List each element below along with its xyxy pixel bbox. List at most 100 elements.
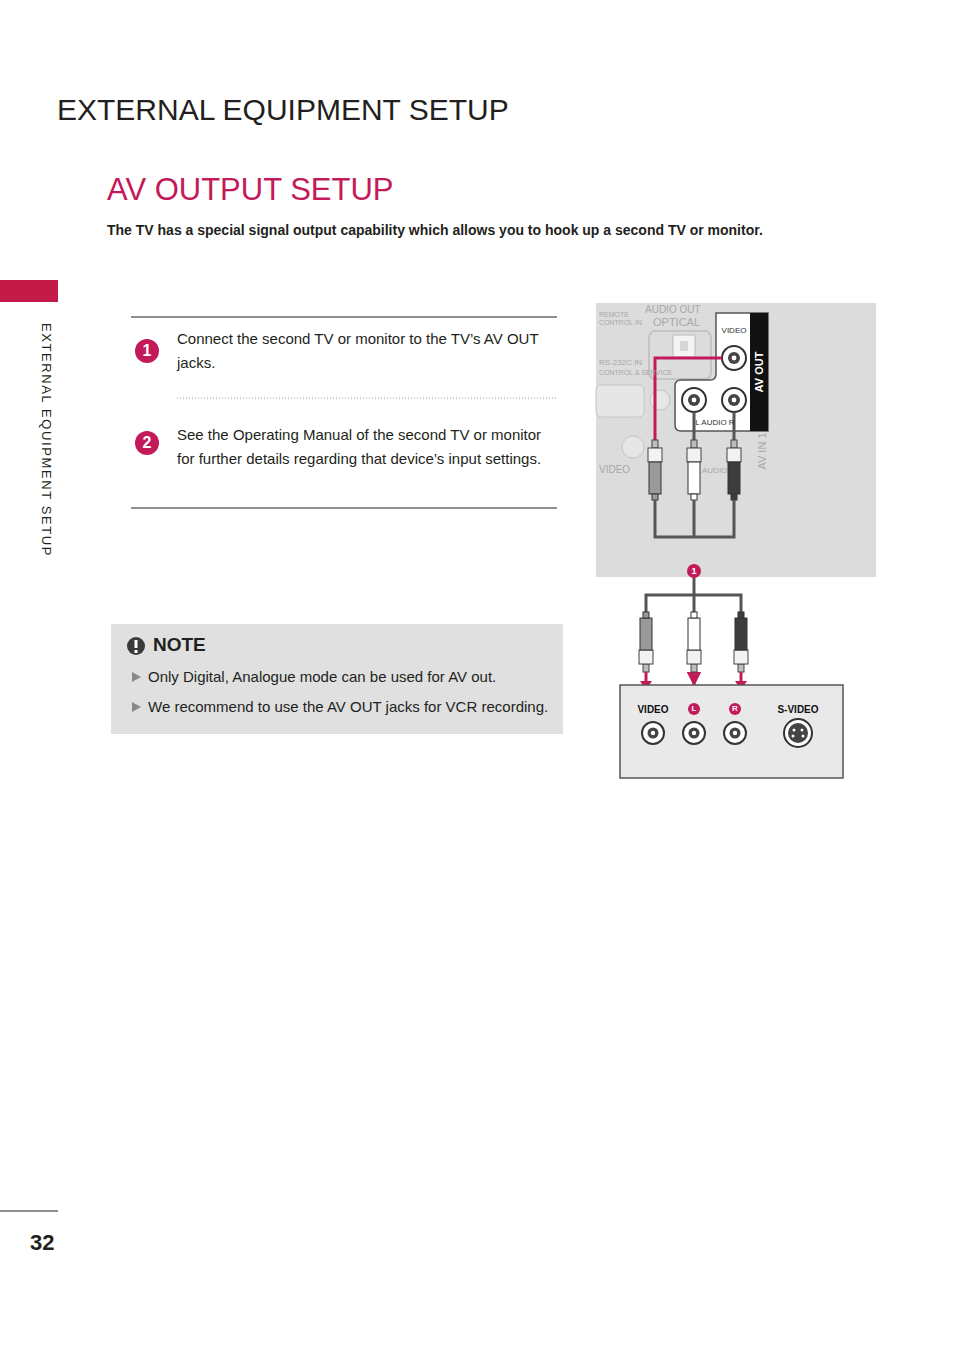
- cable: [740, 672, 743, 682]
- optical-jack: [673, 335, 695, 357]
- jack-core: [688, 394, 700, 406]
- device-panel: [620, 685, 843, 778]
- intro-text: The TV has a special signal output capab…: [107, 222, 763, 238]
- plug-tip: [738, 664, 744, 672]
- side-header: EXTERNAL EQUIPMENT SETUP: [39, 323, 54, 557]
- cable: [645, 672, 648, 682]
- step-badge: [135, 431, 159, 455]
- jack-core: [648, 728, 659, 739]
- jack-pin: [692, 731, 696, 735]
- step-badge: [135, 339, 159, 363]
- callout-number: 1: [687, 564, 701, 578]
- plug-tip: [652, 440, 658, 448]
- port-label: RS-232C IN: [599, 358, 642, 367]
- rca-plug: [687, 440, 701, 500]
- channel-badge: [688, 703, 700, 715]
- note-icon: [135, 640, 138, 648]
- jack-core: [730, 728, 741, 739]
- rca-plug: [734, 612, 748, 672]
- jack-label: L AUDIO R: [695, 418, 734, 427]
- jack: [683, 722, 705, 744]
- step-text: Connect the second TV or monitor to the …: [177, 327, 557, 375]
- plug-body: [688, 618, 700, 650]
- jack-pin: [692, 398, 697, 403]
- av-out-panel: [675, 313, 768, 431]
- step-number: 2: [143, 434, 152, 452]
- step-rule: [177, 398, 557, 399]
- plug-body: [649, 462, 661, 494]
- plug-boot: [652, 494, 658, 500]
- jack: [642, 722, 664, 744]
- plug-boot: [643, 612, 649, 618]
- plug-body: [640, 618, 652, 650]
- note-text: We recommend to use the AV OUT jacks for…: [148, 698, 548, 715]
- port-label: AV IN 1: [756, 432, 769, 469]
- note-icon: [127, 637, 145, 655]
- svideo-jack: [784, 719, 812, 747]
- channel-badge: [729, 703, 741, 715]
- plug-boot: [691, 612, 697, 618]
- rca-plug: [687, 612, 701, 672]
- cable: [693, 500, 696, 537]
- jack-label: S-VIDEO: [777, 704, 818, 716]
- plug-collar: [648, 448, 662, 462]
- jack-pin: [732, 398, 737, 403]
- jack: [722, 346, 746, 370]
- plug-boot: [738, 612, 744, 618]
- jack-label: VIDEO: [722, 326, 747, 335]
- panel-title: AV OUT: [753, 352, 766, 393]
- port-label: VIDEO: [599, 464, 630, 476]
- jack-pin: [651, 731, 655, 735]
- bullet: [132, 702, 141, 712]
- svideo-pin: [801, 729, 804, 732]
- note-heading: NOTE: [153, 634, 206, 656]
- port-label: AUDIO: [702, 466, 727, 475]
- note-box: NOTEOnly Digital, Analogue mode can be u…: [111, 624, 563, 734]
- plug-tip: [691, 440, 697, 448]
- note-ground: [111, 624, 563, 734]
- step-number: 1: [143, 342, 152, 360]
- jack-pin: [733, 731, 737, 735]
- plug-collar: [727, 448, 741, 462]
- tv-panel: [596, 303, 876, 577]
- plug-body: [735, 618, 747, 650]
- cable: [646, 595, 741, 612]
- jack: [722, 388, 746, 412]
- jack: [682, 388, 706, 412]
- plug-collar: [639, 650, 653, 664]
- step-rule: [131, 317, 557, 318]
- rca-plug: [639, 612, 653, 672]
- section-tab: [0, 280, 58, 302]
- rca-plug: [727, 440, 741, 500]
- rs232-port: [596, 385, 644, 417]
- plug-tip: [691, 664, 697, 672]
- plug-collar: [687, 650, 701, 664]
- channel-letter: R: [732, 704, 738, 713]
- jack: [724, 722, 746, 744]
- jack: [622, 436, 644, 458]
- step-text: See the Operating Manual of the second T…: [177, 423, 557, 471]
- port-label: CONTROL & SERVICE: [599, 369, 672, 377]
- plug-tip: [643, 664, 649, 672]
- svideo-pin: [792, 735, 795, 738]
- plug-body: [688, 462, 700, 494]
- svideo-pin: [793, 729, 796, 732]
- port-label: AUDIO OUT: [645, 304, 701, 316]
- optical-jack: [680, 341, 688, 351]
- cable: [693, 412, 696, 440]
- plug-tip: [731, 440, 737, 448]
- jack-label: VIDEO: [637, 704, 668, 716]
- step-rule: [131, 508, 557, 509]
- av-out-jacks: VIDEO L AUDIO R AV OUT: [675, 313, 769, 431]
- plug-body: [728, 462, 740, 494]
- page-rule: [0, 1211, 58, 1212]
- channel-letter: L: [692, 704, 697, 713]
- svideo-jack: [788, 723, 808, 743]
- page-number: 32: [30, 1230, 54, 1255]
- jack-pin: [732, 356, 737, 361]
- av-out-band: [750, 313, 768, 431]
- jack-core: [728, 352, 740, 364]
- plug-collar: [687, 448, 701, 462]
